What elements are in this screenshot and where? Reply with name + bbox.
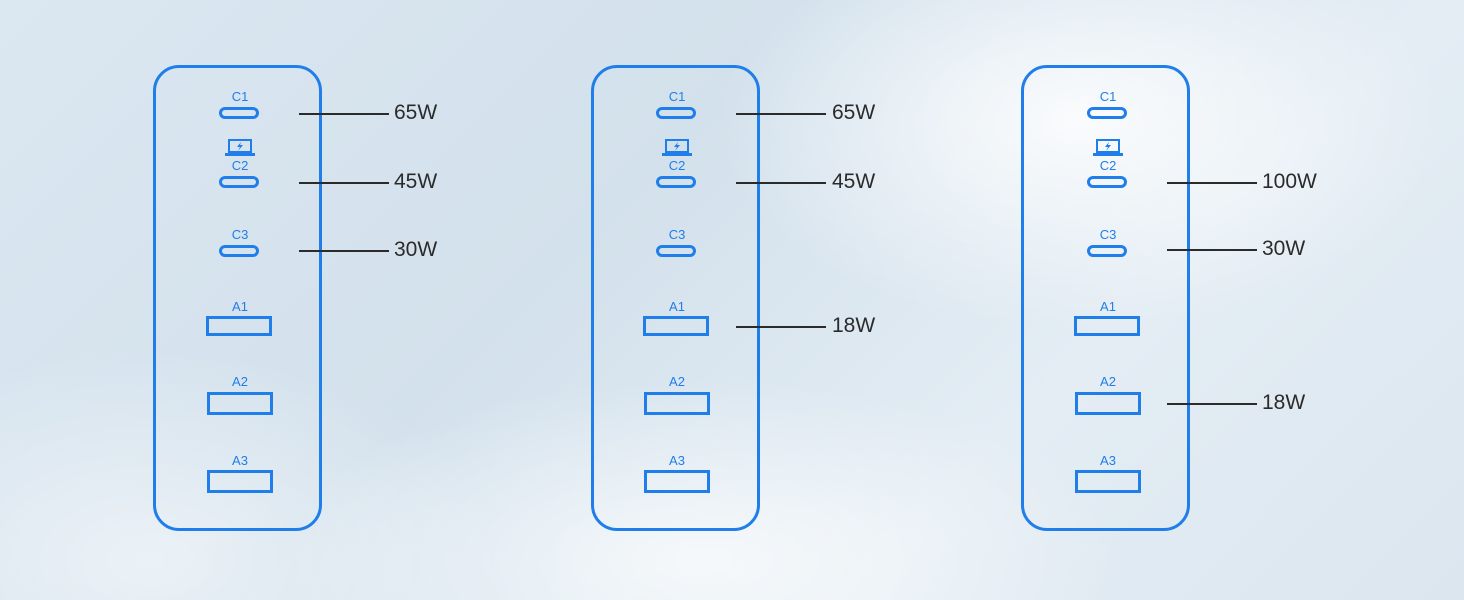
usb-a-port-a2: [207, 392, 273, 415]
port-label-a3: A3: [669, 453, 685, 468]
port-label-c1: C1: [231, 89, 249, 104]
laptop-charging-icon: [1093, 139, 1123, 156]
usb-c-port-c1: [656, 107, 696, 119]
usb-a-port-a1: [643, 316, 709, 336]
usb-a-port-a2: [644, 392, 710, 415]
port-label-a2: A2: [232, 374, 248, 389]
output-connector-line: [736, 182, 826, 184]
usb-a-port-a3: [644, 470, 710, 493]
output-wattage: 65W: [394, 101, 438, 124]
output-connector-line: [299, 113, 389, 115]
usb-c-port-c1: [219, 107, 259, 119]
port-label-a3: A3: [1100, 453, 1116, 468]
port-label-c3: C3: [1099, 227, 1117, 242]
laptop-charging-icon: [662, 139, 692, 156]
output-wattage: 45W: [832, 170, 876, 193]
port-label-a2: A2: [669, 374, 685, 389]
usb-c-port-c3: [219, 245, 259, 257]
usb-a-port-a3: [207, 470, 273, 493]
output-connector-line: [299, 250, 389, 252]
output-connector-line: [1167, 403, 1257, 405]
port-label-a3: A3: [232, 453, 248, 468]
usb-a-port-a1: [1074, 316, 1140, 336]
usb-c-port-c1: [1087, 107, 1127, 119]
usb-a-port-a1: [206, 316, 272, 336]
port-label-a1: A1: [232, 299, 248, 314]
output-wattage: 100W: [1262, 170, 1317, 193]
usb-a-port-a2: [1075, 392, 1141, 415]
output-wattage: 65W: [832, 101, 876, 124]
output-wattage: 30W: [1262, 237, 1306, 260]
port-label-c1: C1: [1099, 89, 1117, 104]
laptop-charging-icon: [225, 139, 255, 156]
output-connector-line: [1167, 249, 1257, 251]
port-label-a2: A2: [1100, 374, 1116, 389]
port-label-c3: C3: [231, 227, 249, 242]
port-label-a1: A1: [1100, 299, 1116, 314]
output-wattage: 18W: [832, 314, 876, 337]
usb-c-port-c2: [219, 176, 259, 188]
usb-a-port-a3: [1075, 470, 1141, 493]
usb-c-port-c2: [1087, 176, 1127, 188]
output-wattage: 45W: [394, 170, 438, 193]
charger-outline: [153, 65, 322, 531]
output-connector-line: [736, 113, 826, 115]
usb-c-port-c3: [1087, 245, 1127, 257]
usb-c-port-c2: [656, 176, 696, 188]
charger-outline: [591, 65, 760, 531]
output-wattage: 30W: [394, 238, 438, 261]
port-label-c2: C2: [231, 158, 249, 173]
port-label-c3: C3: [668, 227, 686, 242]
port-label-c2: C2: [668, 158, 686, 173]
port-label-a1: A1: [669, 299, 685, 314]
port-label-c1: C1: [668, 89, 686, 104]
port-label-c2: C2: [1099, 158, 1117, 173]
output-connector-line: [736, 326, 826, 328]
output-connector-line: [299, 182, 389, 184]
output-connector-line: [1167, 182, 1257, 184]
usb-c-port-c3: [656, 245, 696, 257]
charger-outline: [1021, 65, 1190, 531]
output-wattage: 18W: [1262, 391, 1306, 414]
